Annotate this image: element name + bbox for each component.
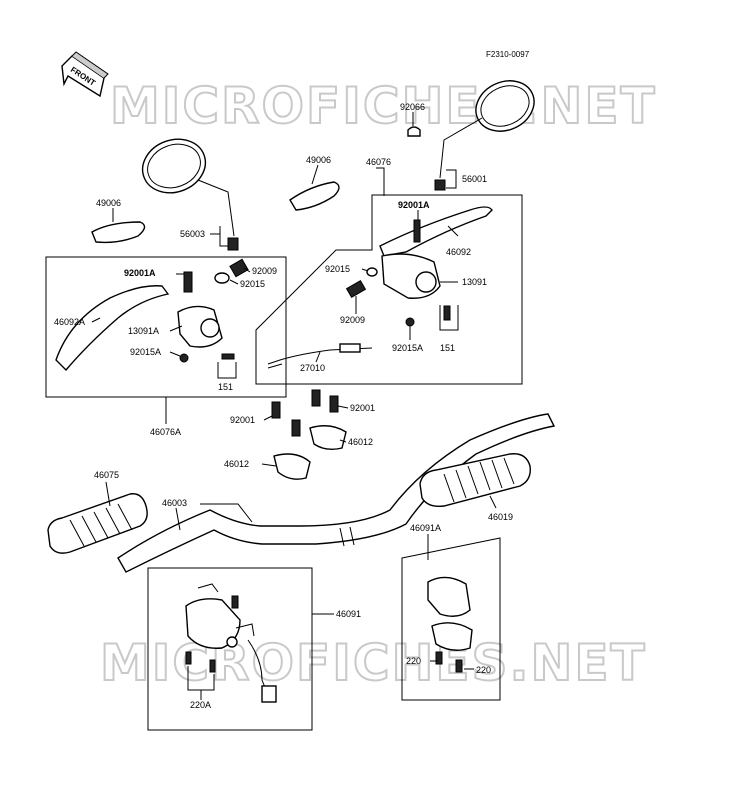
label-46003: 46003 (162, 498, 187, 508)
left-switch-housing (185, 583, 277, 703)
right-switch-box (401, 537, 501, 701)
front-arrow-icon: FRONT (61, 51, 109, 98)
label-46091: 46091 (336, 609, 361, 619)
label-46012-left: 46012 (224, 459, 249, 469)
watermark-bottom: MICROFICHES.NET (100, 634, 647, 692)
grip-right (419, 453, 531, 508)
label-92015A-right: 92015A (392, 343, 423, 353)
label-46075: 46075 (94, 470, 119, 480)
adjuster-left (214, 258, 249, 284)
label-46092A: 46092A (54, 317, 85, 327)
right-switch-housing (427, 576, 473, 673)
grip-left (47, 493, 148, 554)
label-92066: 92066 (400, 102, 425, 112)
label-49006-left: 49006 (96, 198, 121, 208)
lever-cover-right (289, 181, 340, 211)
label-220A: 220A (190, 700, 211, 710)
lever-cover-left (91, 221, 146, 244)
right-mirror (434, 80, 535, 191)
label-56003: 56003 (180, 229, 205, 239)
left-lever (55, 285, 170, 372)
label-151-right: 151 (440, 343, 455, 353)
watermark-top: MICROFICHES.NET (110, 77, 657, 135)
label-46091A: 46091A (410, 523, 441, 533)
switch-wire (267, 343, 373, 369)
label-46019: 46019 (488, 512, 513, 522)
right-lever (379, 206, 493, 257)
label-46076: 46076 (366, 157, 391, 167)
upper-clamp (309, 425, 347, 451)
label-220-b: 220 (476, 665, 491, 675)
diagram-code: F2310-0097 (486, 50, 530, 59)
label-56001: 56001 (462, 174, 487, 184)
right-lever-assembly-box (255, 194, 523, 385)
left-switch-box (147, 567, 313, 731)
label-46012-right: 46012 (348, 437, 373, 447)
label-92015A-left: 92015A (130, 347, 161, 357)
label-220-a: 220 (406, 656, 421, 666)
label-92001A-left: 92001A (124, 268, 156, 278)
label-46092: 46092 (446, 247, 471, 257)
cap-92066 (407, 126, 421, 137)
left-mirror (141, 138, 239, 251)
label-92001-left: 92001 (230, 415, 255, 425)
label-92001A-right: 92001A (398, 200, 430, 210)
label-92009-right: 92009 (340, 315, 365, 325)
label-92001-right: 92001 (350, 403, 375, 413)
label-92009-left: 92009 (252, 266, 277, 276)
upper-clamp-2 (273, 453, 311, 480)
label-151-left: 151 (218, 382, 233, 392)
label-92015-right: 92015 (325, 264, 350, 274)
label-13091: 13091 (462, 277, 487, 287)
label-13091A: 13091A (128, 326, 159, 336)
label-27010: 27010 (300, 363, 325, 373)
label-92015-left: 92015 (240, 279, 265, 289)
handlebar (117, 413, 556, 573)
label-49006-right: 49006 (306, 155, 331, 165)
label-46076A: 46076A (150, 427, 181, 437)
leader-lines (91, 112, 497, 700)
clamp-bolts (271, 389, 339, 437)
